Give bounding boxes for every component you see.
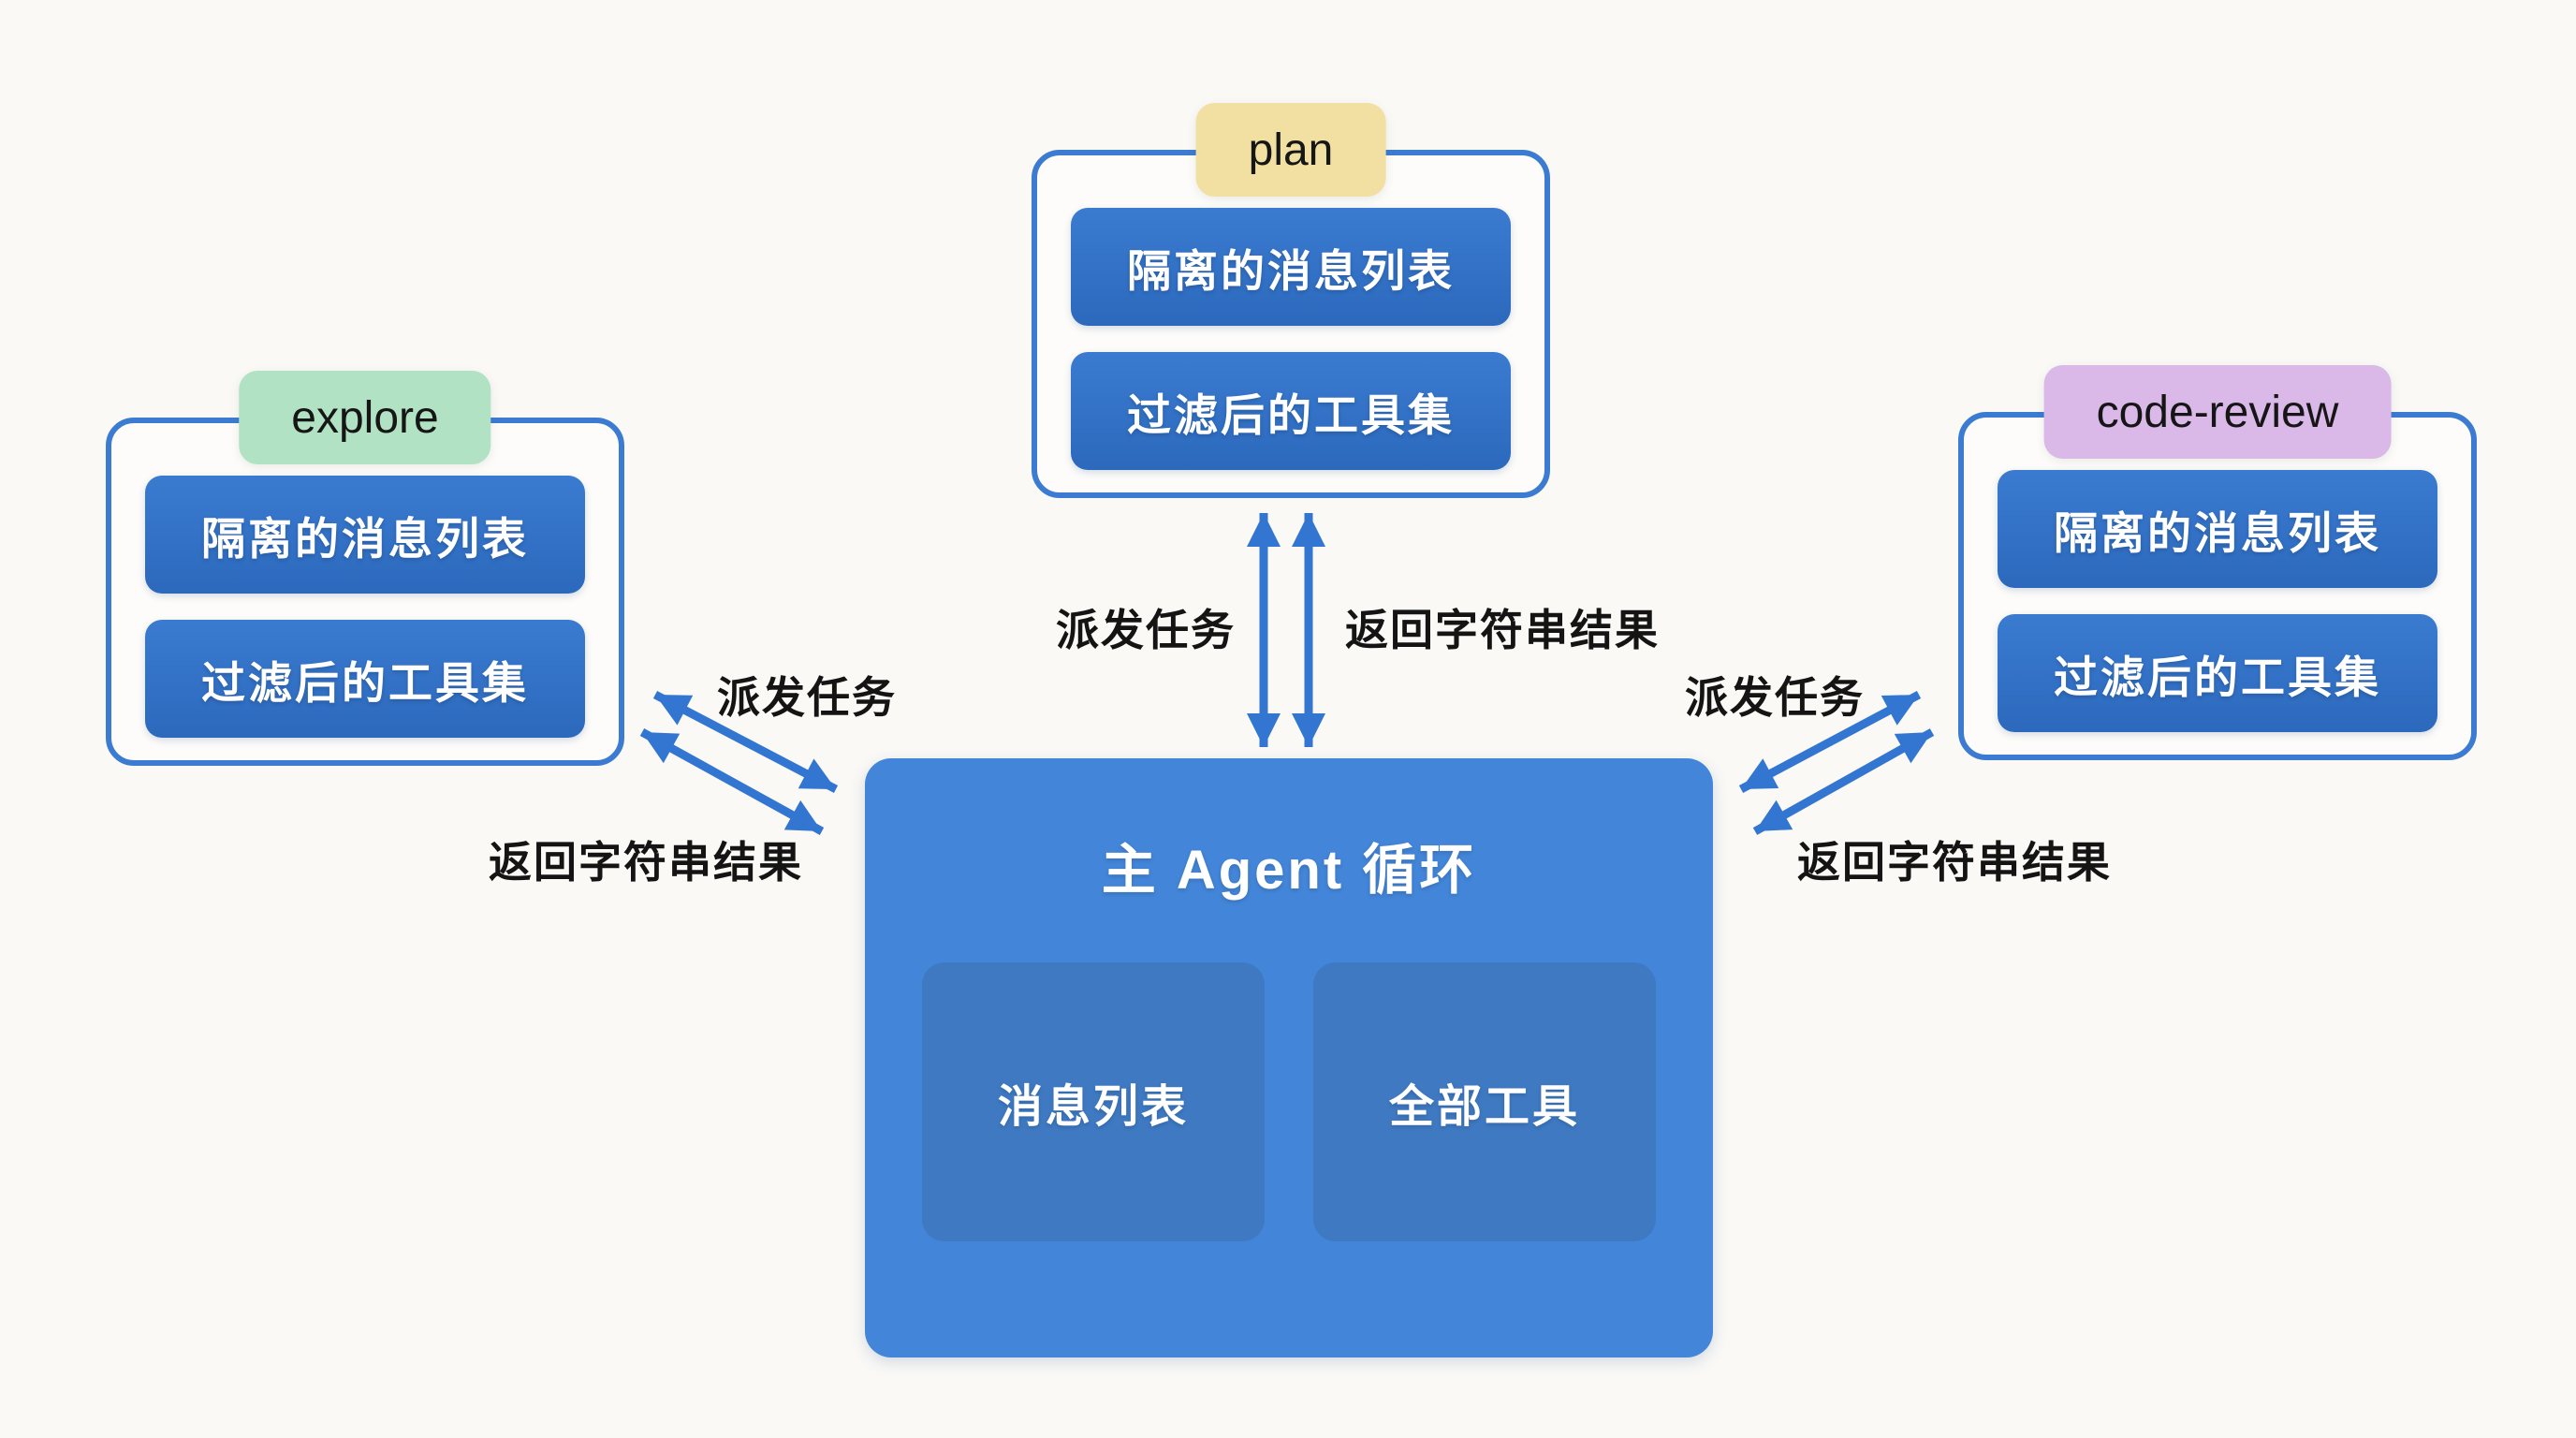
- isolated-message-list-box: 隔离的消息列表: [1071, 208, 1511, 326]
- plan-center-arrows: [1247, 513, 1325, 747]
- all-tools-box: 全部工具: [1313, 962, 1656, 1241]
- arrow-explore-return: [639, 728, 825, 835]
- subagent-code-review-items: 隔离的消息列表 过滤后的工具集: [1964, 470, 2471, 732]
- edge-label-codereview-return: 返回字符串结果: [1797, 838, 2112, 887]
- edge-label-plan-dispatch: 派发任务: [1056, 606, 1236, 654]
- filtered-toolset-box: 过滤后的工具集: [1071, 352, 1511, 470]
- subagent-box-plan: plan 隔离的消息列表 过滤后的工具集: [1032, 103, 1550, 498]
- main-agent-loop-title: 主 Agent 循环: [1101, 840, 1477, 901]
- subagent-tab-explore-label: explore: [291, 392, 439, 443]
- edge-label-explore-return: 返回字符串结果: [489, 838, 803, 887]
- subagent-box-code-review: code-review 隔离的消息列表 过滤后的工具集: [1958, 365, 2477, 760]
- isolated-message-list-box: 隔离的消息列表: [1998, 470, 2437, 588]
- message-list-box: 消息列表: [922, 962, 1265, 1241]
- subagent-tab-plan: plan: [1195, 103, 1386, 197]
- filtered-toolset-box: 过滤后的工具集: [145, 620, 585, 738]
- edge-label-plan-return: 返回字符串结果: [1345, 606, 1660, 654]
- arrow-codereview-return: [1752, 728, 1935, 835]
- subagent-tab-code-review: code-review: [2043, 365, 2392, 459]
- subagent-plan-items: 隔离的消息列表 过滤后的工具集: [1037, 208, 1544, 470]
- filtered-toolset-box: 过滤后的工具集: [1998, 614, 2437, 732]
- subagent-tab-code-review-label: code-review: [2096, 387, 2339, 437]
- subagent-explore-items: 隔离的消息列表 过滤后的工具集: [111, 476, 619, 738]
- edge-label-explore-dispatch: 派发任务: [717, 673, 897, 722]
- main-agent-loop-box: 主 Agent 循环 消息列表 全部工具: [865, 758, 1713, 1357]
- isolated-message-list-box: 隔离的消息列表: [145, 476, 585, 594]
- subagent-box-explore: explore 隔离的消息列表 过滤后的工具集: [106, 371, 624, 766]
- edge-label-codereview-dispatch: 派发任务: [1685, 673, 1865, 722]
- main-agent-loop-contents: 消息列表 全部工具: [865, 962, 1713, 1241]
- subagent-tab-plan-label: plan: [1248, 125, 1334, 175]
- subagent-tab-explore: explore: [239, 371, 491, 464]
